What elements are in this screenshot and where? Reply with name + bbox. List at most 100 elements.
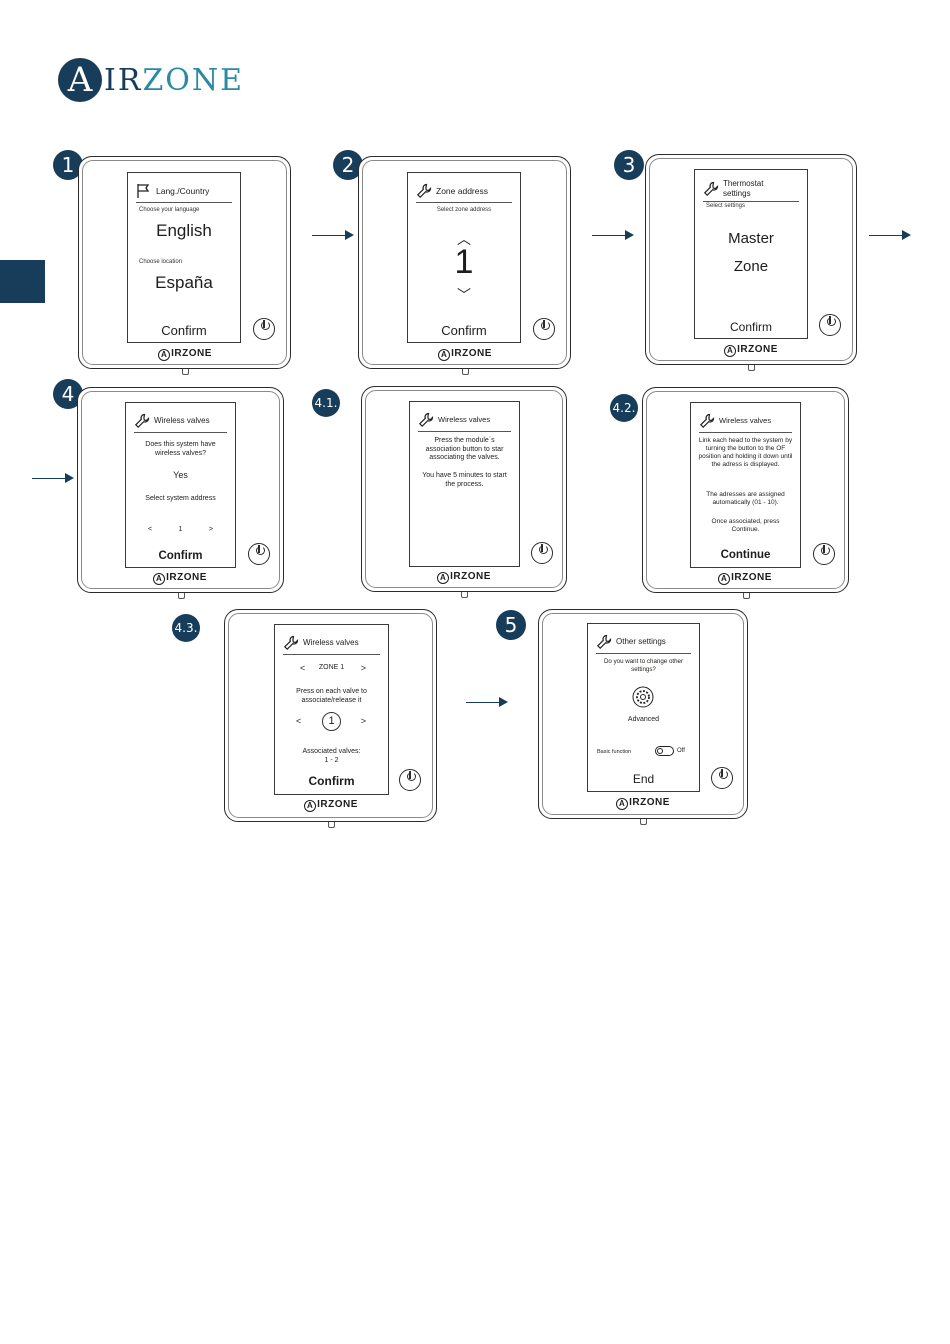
zone-next-arrow[interactable]: > xyxy=(360,663,366,673)
arrow-right-icon xyxy=(466,697,508,707)
associated-valves-label: Associated valves: xyxy=(302,748,361,755)
settings-hint: Select settings xyxy=(706,203,746,209)
thermostat-step-2: Zone address Select zone address ︿ 1 ﹀ C… xyxy=(358,156,571,375)
valve-instructions: Press on each valve to associate/release… xyxy=(296,688,367,704)
address-hint: Select system address xyxy=(145,495,216,502)
thermostat-step-4-1: Wireless valves Press the module´s assoc… xyxy=(361,386,567,598)
device-screen: Lang./Country Choose your language Engli… xyxy=(127,172,241,343)
power-icon[interactable] xyxy=(813,543,835,565)
arrow-right-icon xyxy=(592,230,634,240)
wrench-icon xyxy=(596,634,612,649)
power-icon[interactable] xyxy=(399,769,421,791)
device-screen: Wireless valves Link each head to the sy… xyxy=(690,402,801,568)
answer-yes[interactable]: Yes xyxy=(173,470,188,480)
continue-hint: Once associated, press Continue. xyxy=(711,518,780,533)
wrench-icon xyxy=(703,181,719,196)
end-button[interactable]: End xyxy=(632,772,655,786)
valve-number[interactable]: 1 xyxy=(322,712,341,731)
flag-icon xyxy=(137,183,150,198)
confirm-button[interactable]: Confirm xyxy=(729,320,772,334)
wrench-icon xyxy=(283,635,299,650)
screen-title: Lang./Country xyxy=(156,185,210,196)
device-screen: Wireless valves < ZONE 1 > Press on each… xyxy=(274,624,389,795)
option-master[interactable]: Master xyxy=(728,230,774,247)
power-icon[interactable] xyxy=(253,318,275,340)
zone-previous-arrow[interactable]: < xyxy=(300,663,306,673)
section-tab xyxy=(0,260,45,303)
screen-title: Zone address xyxy=(436,185,488,196)
thermostat-step-4-3: Wireless valves < ZONE 1 > Press on each… xyxy=(224,609,437,828)
screen-title: Wireless valves xyxy=(154,415,210,425)
associated-valves-value: 1 - 2 xyxy=(324,757,339,764)
wireless-question: Does this system have wireless valves? xyxy=(145,441,216,457)
screen-title: Wireless valves xyxy=(719,415,772,425)
thermostat-step-4-2: Wireless valves Link each head to the sy… xyxy=(642,387,849,599)
option-zone[interactable]: Zone xyxy=(733,258,769,275)
logo-letter: A xyxy=(58,58,102,102)
step-badge-2: 2 xyxy=(333,150,363,180)
wrench-icon xyxy=(134,413,150,428)
step-badge-5: 5 xyxy=(496,610,526,640)
arrow-right-icon xyxy=(32,473,74,483)
confirm-button[interactable]: Confirm xyxy=(161,323,207,338)
device-screen: Zone address Select zone address ︿ 1 ﹀ C… xyxy=(407,172,521,343)
logo-text-dark: IR xyxy=(104,62,143,98)
next-arrow[interactable]: > xyxy=(208,526,213,533)
wrench-icon xyxy=(418,412,434,427)
step-badge-4-1: 4.1. xyxy=(312,389,340,417)
previous-arrow[interactable]: < xyxy=(148,526,153,533)
association-instructions: Press the module´s association button to… xyxy=(425,437,504,461)
confirm-button[interactable]: Confirm xyxy=(441,323,487,338)
language-value[interactable]: English xyxy=(156,221,212,240)
logo-text-teal: ZONE xyxy=(142,62,245,98)
power-icon[interactable] xyxy=(531,542,553,564)
zone-address-hint: Select zone address xyxy=(436,207,492,213)
step-badge-4-3: 4.3. xyxy=(172,614,200,642)
airzone-logo: A IRZONE xyxy=(58,56,244,104)
thermostat-step-5: Other settings Do you want to change oth… xyxy=(538,609,748,825)
continue-button[interactable]: Continue xyxy=(720,549,771,561)
toggle-state: Off xyxy=(677,748,685,754)
arrow-right-icon xyxy=(312,230,354,240)
zone-address-value: 1 xyxy=(454,243,474,281)
arrow-right-icon xyxy=(869,230,911,240)
power-icon[interactable] xyxy=(711,767,733,789)
valve-next-arrow[interactable]: > xyxy=(360,716,366,726)
device-screen: Other settings Do you want to change oth… xyxy=(587,623,700,792)
timeout-notice: You have 5 minutes to start the process. xyxy=(422,472,507,488)
screen-title: Thermostat settings xyxy=(723,178,764,198)
screen-title: Wireless valves xyxy=(438,414,491,424)
chevron-down-icon[interactable]: ﹀ xyxy=(457,287,471,303)
system-address-value: 1 xyxy=(178,526,183,533)
device-screen: Wireless valves Press the module´s assoc… xyxy=(409,401,520,567)
gear-icon[interactable] xyxy=(632,686,654,708)
screen-title: Other settings xyxy=(616,636,666,646)
confirm-button[interactable]: Confirm xyxy=(308,774,355,788)
language-hint: Choose your language xyxy=(139,207,200,213)
thermostat-step-1: Lang./Country Choose your language Engli… xyxy=(78,156,291,375)
device-screen: Wireless valves Does this system have wi… xyxy=(125,402,236,568)
power-icon[interactable] xyxy=(533,318,555,340)
screen-title: Wireless valves xyxy=(303,637,359,647)
device-screen: Thermostat settings Select settings Mast… xyxy=(694,169,808,339)
basic-function-toggle[interactable] xyxy=(655,746,674,756)
valve-previous-arrow[interactable]: < xyxy=(296,716,302,726)
power-icon[interactable] xyxy=(248,543,270,565)
advanced-label[interactable]: Advanced xyxy=(627,716,660,723)
step-badge-3: 3 xyxy=(614,150,644,180)
confirm-button[interactable]: Confirm xyxy=(158,550,203,562)
chevron-up-icon[interactable]: ︿ xyxy=(457,231,471,247)
location-value[interactable]: España xyxy=(155,273,213,292)
location-hint: Choose location xyxy=(139,259,183,265)
thermostat-step-4: Wireless valves Does this system have wi… xyxy=(77,387,284,599)
power-icon[interactable] xyxy=(819,314,841,336)
basic-function-label: Basic function xyxy=(597,749,632,755)
